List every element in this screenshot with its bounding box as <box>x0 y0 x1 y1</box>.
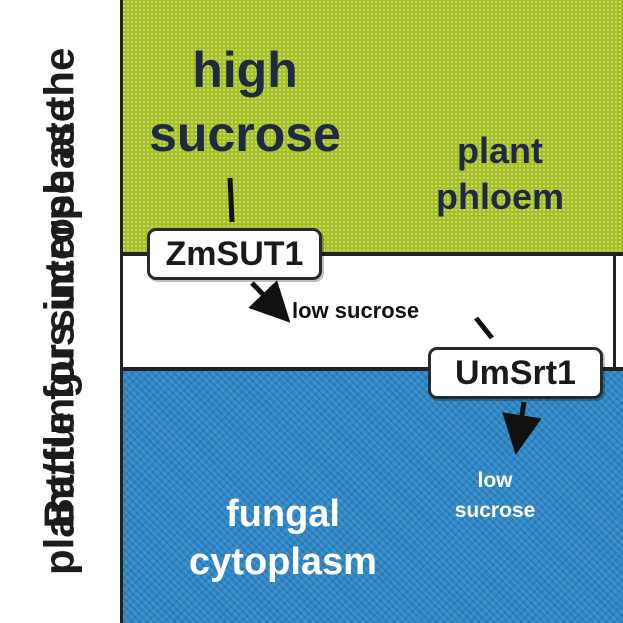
plant-phloem-region <box>122 0 623 254</box>
diagram-left-border <box>120 0 123 623</box>
fungal-cytoplasm-line2: cytoplasm <box>189 541 377 583</box>
high-sucrose-line2: sucrose <box>149 106 341 162</box>
side-title: Battle for sucrose at the plant/fungus i… <box>0 0 118 623</box>
umsrt1-transporter: UmSrt1 <box>428 347 603 399</box>
interphase-to-umsrt1-line <box>474 316 494 340</box>
interphase-right-border <box>613 254 616 369</box>
fungal-membrane <box>122 367 623 371</box>
fungal-cytoplasm-region <box>122 369 623 623</box>
zmsut1-to-interphase-arrow <box>248 280 291 323</box>
plant-phloem-line1: plant <box>457 130 543 171</box>
low-sucrose-fungal-line1: low <box>477 469 513 492</box>
plant-phloem-line2: phloem <box>435 176 564 217</box>
low-sucrose-fungal-label: low sucrose <box>420 466 570 526</box>
high-sucrose-line1: high <box>192 42 298 98</box>
low-sucrose-interphase-label: low sucrose <box>292 298 420 323</box>
plant-membrane <box>122 252 623 256</box>
fungal-cytoplasm-line1: fungal <box>226 493 340 535</box>
side-title-line2: plant/fungus interphase <box>35 98 83 575</box>
plant-phloem-label: plant phloem <box>405 128 595 220</box>
high-sucrose-label: high sucrose <box>140 38 350 166</box>
fungal-cytoplasm-label: fungal cytoplasm <box>168 490 398 586</box>
zmsut1-transporter: ZmSUT1 <box>147 228 322 280</box>
low-sucrose-fungal-line2: sucrose <box>454 499 536 522</box>
